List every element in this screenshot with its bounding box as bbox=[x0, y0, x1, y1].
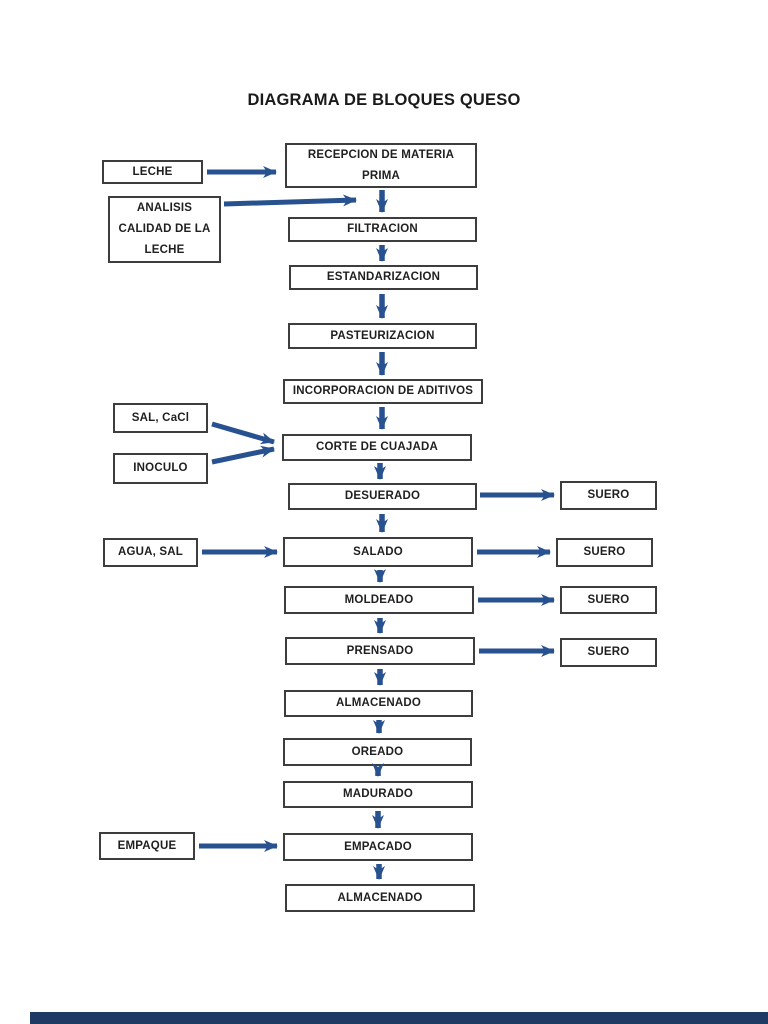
footer-bar bbox=[30, 1012, 768, 1024]
input-agua-sal: AGUA, SAL bbox=[103, 538, 198, 567]
node-corte-de-cuajada: CORTE DE CUAJADA bbox=[282, 434, 472, 461]
output-suero-2: SUERO bbox=[556, 538, 653, 567]
output-suero-1: SUERO bbox=[560, 481, 657, 510]
node-prensado: PRENSADO bbox=[285, 637, 475, 665]
node-estandarizacion: ESTANDARIZACION bbox=[289, 265, 478, 290]
node-almacenado-1: ALMACENADO bbox=[284, 690, 473, 717]
input-empaque: EMPAQUE bbox=[99, 832, 195, 860]
input-sal-cacl: SAL, CaCl bbox=[113, 403, 208, 433]
node-empacado: EMPACADO bbox=[283, 833, 473, 861]
node-incorporacion-aditivos: INCORPORACION DE ADITIVOS bbox=[283, 379, 483, 404]
node-oreado: OREADO bbox=[283, 738, 472, 766]
input-analisis-calidad: ANALISIS CALIDAD DE LA LECHE bbox=[108, 196, 221, 263]
node-filtracion: FILTRACION bbox=[288, 217, 477, 242]
node-pasteurizacion: PASTEURIZACION bbox=[288, 323, 477, 349]
diagram-title: DIAGRAMA DE BLOQUES QUESO bbox=[247, 91, 521, 109]
input-inoculo: INOCULO bbox=[113, 453, 208, 484]
node-almacenado-2: ALMACENADO bbox=[285, 884, 475, 912]
arrow-analisis-to-flow bbox=[223, 194, 357, 207]
node-desuerado: DESUERADO bbox=[288, 483, 477, 510]
node-moldeado: MOLDEADO bbox=[284, 586, 474, 614]
output-suero-4: SUERO bbox=[560, 638, 657, 667]
input-leche: LECHE bbox=[102, 160, 203, 184]
arrow-inoculo-to-corte bbox=[211, 445, 275, 465]
node-recepcion-materia-prima: RECEPCION DE MATERIA PRIMA bbox=[285, 143, 477, 188]
node-madurado: MADURADO bbox=[283, 781, 473, 808]
output-suero-3: SUERO bbox=[560, 586, 657, 614]
arrow-sal-cacl-to-corte bbox=[211, 421, 275, 445]
node-salado: SALADO bbox=[283, 537, 473, 567]
